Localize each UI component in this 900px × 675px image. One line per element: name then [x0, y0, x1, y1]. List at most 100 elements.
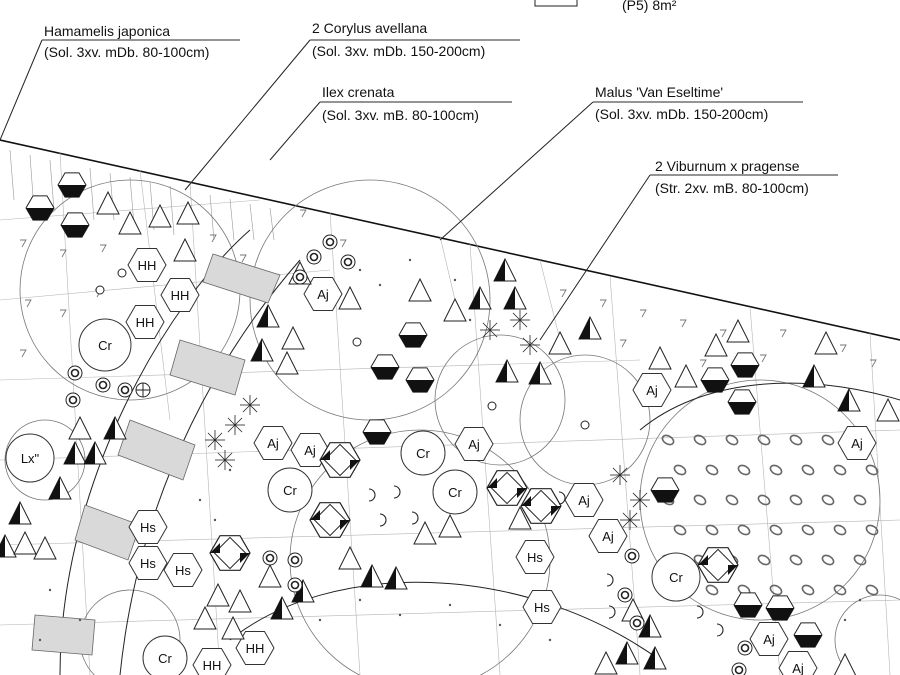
callout-malus: Malus 'Van Eseltime' (Sol. 3xv. mDb. 150…	[593, 84, 803, 122]
plant-circle	[651, 552, 701, 602]
ring-symbol	[292, 269, 308, 285]
diamond-fill	[320, 450, 330, 460]
groundcover-mark	[680, 319, 687, 328]
svg-text:Ilex crenata: Ilex crenata	[322, 84, 395, 100]
star-symbol	[522, 344, 531, 353]
perennial-mark	[769, 464, 783, 476]
triangle-symbol	[594, 650, 618, 675]
triangle-fill	[49, 477, 60, 499]
triangle-fill	[803, 365, 814, 387]
groundcover-mark	[720, 329, 727, 338]
triangle-symbol	[173, 237, 197, 262]
star-symbol	[622, 512, 631, 521]
plant-hexagon	[128, 546, 168, 580]
plant-code-label: Cr	[448, 485, 462, 500]
plant-circle	[400, 430, 446, 476]
svg-text:(Sol. 3xv. mDb. 150-200cm): (Sol. 3xv. mDb. 150-200cm)	[312, 43, 485, 59]
ring-symbol	[322, 234, 338, 250]
perennial-mark	[705, 524, 719, 536]
star-symbol	[249, 404, 258, 413]
shrub-fill	[61, 225, 89, 237]
star-symbol	[622, 519, 631, 528]
stipple-dot	[358, 268, 362, 272]
groundcover-mark	[60, 309, 67, 318]
triangle-symbol	[443, 297, 467, 322]
groundcover-mark	[20, 239, 27, 248]
star-symbol	[489, 329, 498, 338]
plant-code-label: Aj	[468, 437, 480, 452]
star-symbol	[512, 319, 521, 328]
star-symbol	[619, 467, 628, 476]
ring-inner	[290, 555, 300, 565]
crescent-symbol	[393, 485, 401, 499]
triangle-symbol	[13, 530, 37, 555]
shrub-fill	[651, 490, 679, 502]
ring-symbol	[737, 640, 753, 656]
plant-hexagon	[128, 510, 168, 544]
star-symbol	[224, 459, 233, 468]
diamond-fill	[350, 460, 360, 470]
triangle-fill	[84, 442, 95, 464]
ring-symbol	[340, 254, 356, 270]
ring-symbol	[67, 365, 83, 381]
diamond-fill	[210, 543, 220, 553]
triangle-symbol	[148, 203, 172, 228]
diamond-inner	[490, 471, 524, 505]
plant-hexagon	[303, 277, 343, 311]
crescent-symbol	[716, 623, 724, 637]
diamond-inner	[313, 503, 347, 537]
crescent-symbol	[411, 511, 419, 525]
triangle-fill	[838, 389, 849, 411]
plant-hexagon	[192, 648, 232, 675]
triangle-fill	[616, 642, 627, 664]
shrub-fill	[363, 432, 391, 444]
plant-hexagon	[290, 433, 330, 467]
small-circle	[117, 268, 127, 278]
shrub-fill	[766, 608, 794, 620]
ring-inner	[325, 237, 335, 247]
small-circle	[580, 420, 590, 430]
star-symbol	[482, 329, 491, 338]
perennial-mark	[705, 584, 719, 596]
stipple-dot	[498, 623, 502, 627]
star-symbol	[217, 459, 226, 468]
triangle-symbol	[33, 535, 57, 560]
plant-code-label: Aj	[578, 493, 590, 508]
plant-hexagon	[632, 373, 672, 407]
triangle-fill	[251, 339, 262, 361]
shrub-fill	[26, 208, 54, 220]
star-symbol	[234, 417, 243, 426]
stipple-dot	[198, 498, 202, 502]
stipple-dot	[48, 588, 52, 592]
stipple-dot	[358, 598, 362, 602]
ring-symbol	[95, 377, 111, 393]
legend-swatch	[534, 0, 578, 7]
triangle-fill	[494, 259, 505, 281]
shrub-fill	[794, 635, 822, 647]
triangle-fill	[644, 647, 655, 669]
groundcover-mark	[870, 359, 877, 368]
ring-inner	[734, 665, 744, 675]
leader-lines	[0, 39, 651, 341]
triangle-symbol	[508, 505, 532, 530]
diamond-inner	[524, 489, 558, 523]
plant-code-label: Aj	[304, 443, 316, 458]
plant-code-label: Hs	[534, 600, 550, 615]
groundcover-mark	[210, 234, 217, 243]
plant-hexagon	[778, 651, 818, 675]
ring-inner	[295, 272, 305, 282]
perennial-mark	[821, 434, 835, 446]
star-symbol	[529, 344, 538, 353]
boundary-line	[0, 139, 900, 341]
diamond-fill	[698, 555, 708, 565]
perennial-mark	[789, 554, 803, 566]
perennial-mark	[853, 494, 867, 506]
star-symbol	[234, 424, 243, 433]
small-circle	[487, 401, 497, 411]
plant-code-label: HH	[138, 258, 157, 273]
perennial-mark	[705, 464, 719, 476]
plant-hexagon	[522, 590, 562, 624]
plant-circle	[78, 318, 132, 372]
shrub-fill	[701, 380, 729, 392]
svg-text:2 Viburnum x pragense: 2 Viburnum x pragense	[655, 158, 800, 174]
